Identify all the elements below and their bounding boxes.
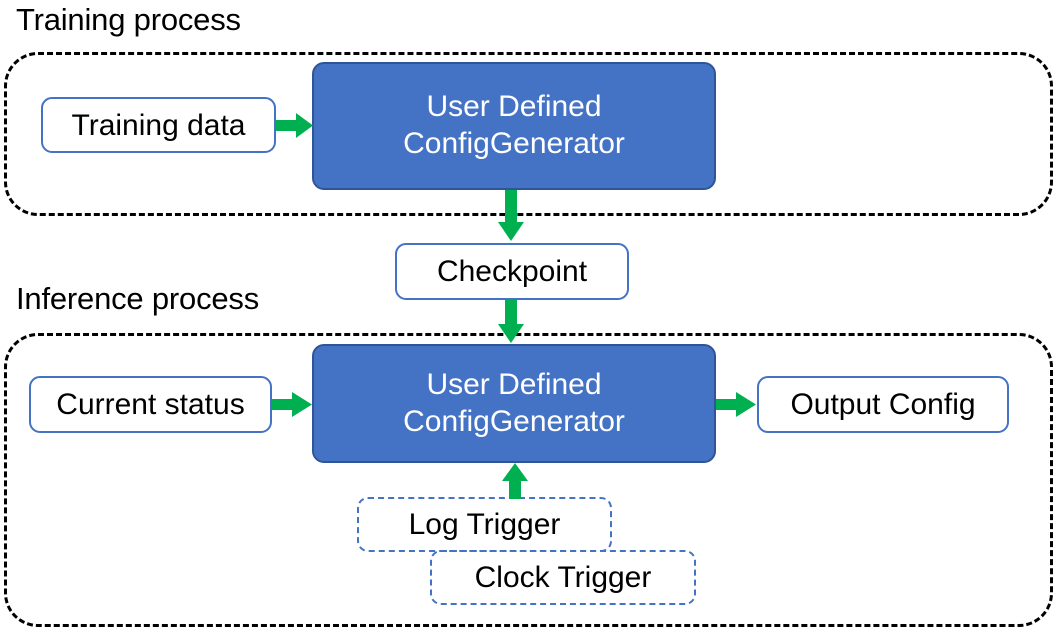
node-generator-training-label-line1: User Defined — [426, 90, 602, 124]
node-training-data[interactable]: Training data — [41, 97, 276, 153]
group-container-inference — [4, 333, 1053, 627]
node-user-defined-configgenerator-inference[interactable]: User Defined ConfigGenerator — [312, 344, 716, 463]
node-clock-trigger[interactable]: Clock Trigger — [430, 550, 696, 605]
node-current-status-label: Current status — [56, 388, 245, 421]
node-generator-training-label-line2: ConfigGenerator — [403, 127, 625, 160]
node-checkpoint[interactable]: Checkpoint — [395, 243, 629, 300]
node-generator-inference-label-line2: ConfigGenerator — [403, 404, 625, 438]
node-log-trigger[interactable]: Log Trigger — [357, 497, 612, 552]
node-generator-inference-label-line1: User Defined — [426, 367, 602, 401]
node-output-config[interactable]: Output Config — [757, 376, 1009, 433]
node-checkpoint-label: Checkpoint — [436, 255, 588, 288]
node-clock-trigger-label: Clock Trigger — [474, 561, 652, 594]
node-training-data-label: Training data — [71, 108, 246, 142]
node-current-status[interactable]: Current status — [29, 376, 272, 433]
node-log-trigger-label: Log Trigger — [408, 508, 561, 541]
group-container-training — [4, 52, 1053, 216]
node-output-config-label: Output Config — [790, 388, 976, 421]
node-user-defined-configgenerator-training[interactable]: User Defined ConfigGenerator — [312, 62, 716, 190]
section-title-training: Training process — [16, 2, 241, 37]
section-title-inference: Inference process — [16, 281, 260, 316]
